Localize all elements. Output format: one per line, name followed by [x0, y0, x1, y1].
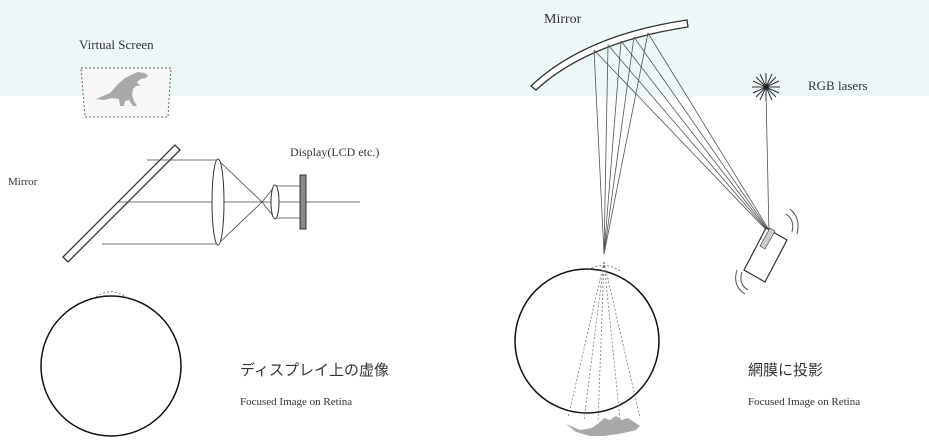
laser-star-icon: [752, 73, 780, 101]
ray: [620, 40, 775, 239]
large-lens: [211, 158, 225, 246]
curved-mirror: [530, 19, 689, 91]
left-eye-lens: [95, 291, 129, 299]
right-eye: [514, 268, 660, 414]
left-optics-rays: [102, 159, 360, 245]
ray: [593, 49, 775, 239]
right-caption-jp: 網膜に投影: [748, 361, 823, 379]
small-lens: [270, 184, 280, 220]
ray: [603, 36, 635, 255]
vibration-icon: [735, 208, 799, 295]
ray: [217, 201, 263, 245]
right-eye-lens: [587, 265, 623, 273]
retina-projection-rays: [567, 261, 641, 423]
ray: [217, 159, 263, 203]
display-label: Display(LCD etc.): [290, 145, 379, 159]
left-diagram: Virtual Screen Mirror Display(LCD etc.): [8, 37, 389, 437]
ray: [633, 36, 775, 239]
left-mirror: [62, 144, 181, 263]
right-rays: [593, 32, 775, 255]
ray: [603, 40, 622, 255]
left-caption-en: Focused Image on Retina: [240, 396, 352, 408]
right-caption-en: Focused Image on Retina: [748, 396, 860, 408]
scanning-mirror: [743, 227, 788, 283]
ray: [607, 44, 775, 239]
ray: [603, 32, 649, 255]
display-panel: [299, 174, 307, 230]
ray: [593, 49, 605, 255]
laser-beam: [765, 91, 770, 235]
right-mirror-label: Mirror: [544, 12, 582, 27]
dinosaur-icon: [566, 416, 640, 436]
ray: [647, 32, 775, 239]
virtual-screen-label: Virtual Screen: [79, 37, 154, 52]
virtual-screen: [80, 67, 172, 118]
left-caption-jp: ディスプレイ上の虚像: [240, 361, 389, 379]
dinosaur-icon: [96, 72, 148, 106]
left-mirror-label: Mirror: [8, 176, 38, 188]
left-eye: [40, 295, 182, 437]
lasers-label: RGB lasers: [808, 78, 868, 93]
ray: [603, 44, 609, 255]
right-diagram: Mirror RGB la: [514, 12, 868, 436]
